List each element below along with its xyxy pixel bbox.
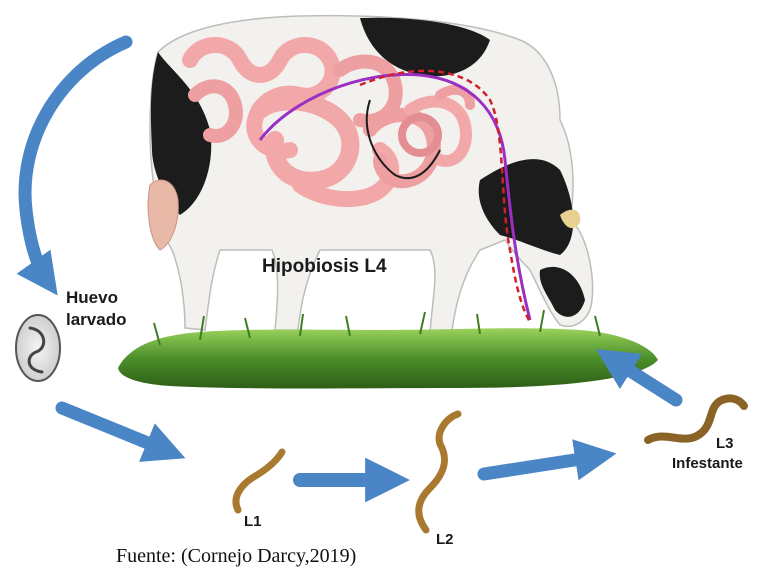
label-hipobiosis: Hipobiosis L4 bbox=[262, 257, 387, 277]
arrow-egg-to-l1 bbox=[62, 408, 170, 452]
larva-l2-icon bbox=[419, 414, 458, 530]
label-l2: L2 bbox=[436, 530, 454, 550]
figure-caption: Fuente: (Cornejo Darcy,2019) bbox=[116, 545, 356, 568]
label-larvado: larvado bbox=[66, 310, 126, 330]
label-l3: L3 bbox=[716, 434, 734, 454]
larvated-egg-icon bbox=[16, 315, 60, 381]
larvae bbox=[236, 398, 744, 530]
label-huevo: Huevo bbox=[66, 288, 118, 308]
arrow-cow-to-egg bbox=[25, 42, 126, 282]
arrow-l2-to-l3 bbox=[484, 456, 600, 474]
larva-l1-icon bbox=[236, 452, 282, 510]
label-infestante: Infestante bbox=[672, 454, 743, 474]
label-l1: L1 bbox=[244, 512, 262, 532]
